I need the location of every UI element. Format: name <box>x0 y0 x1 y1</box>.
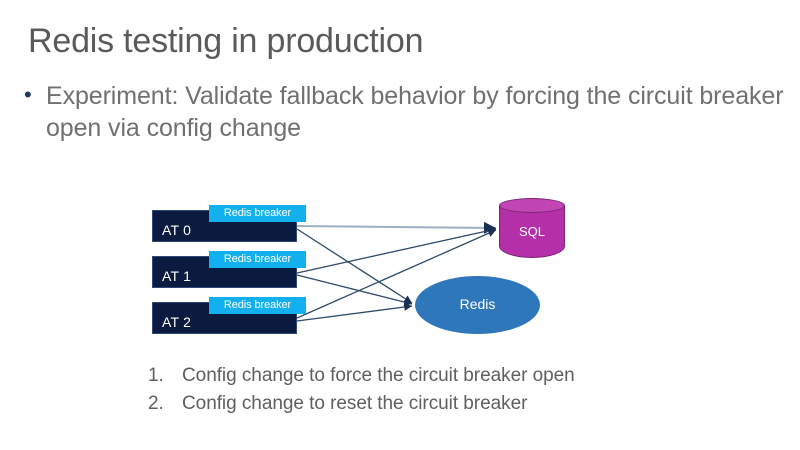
connector-at0-redis <box>296 228 413 304</box>
at-node-2[interactable]: AT 2 Redis breaker <box>152 297 306 334</box>
architecture-diagram: AT 0 Redis breaker AT 1 Redis breaker AT… <box>0 185 800 350</box>
list-item: 2. Config change to reset the circuit br… <box>148 390 748 418</box>
page-title: Redis testing in production <box>28 22 424 60</box>
at-node-0-breaker-chip: Redis breaker <box>209 205 306 222</box>
step-number: 2. <box>148 392 164 414</box>
at-node-1[interactable]: AT 1 Redis breaker <box>152 251 306 288</box>
list-item: 1. Config change to force the circuit br… <box>148 362 748 390</box>
at-node-0-label: AT 0 <box>162 222 192 238</box>
numbered-steps-list: 1. Config change to force the circuit br… <box>148 362 748 417</box>
connector-at0-sql <box>296 221 497 234</box>
at-node-0[interactable]: AT 0 Redis breaker <box>152 205 306 242</box>
sql-database-node[interactable]: SQL <box>499 198 565 258</box>
at-node-2-label: AT 2 <box>162 314 192 330</box>
redis-cache-node[interactable]: Redis <box>415 276 540 334</box>
bullet-marker-icon: • <box>24 82 32 107</box>
at-node-2-breaker-chip: Redis breaker <box>209 297 306 314</box>
bullet-list: • Experiment: Validate fallback behavior… <box>24 80 784 144</box>
connector-at2-redis <box>296 303 413 322</box>
sql-node-label: SQL <box>518 224 545 239</box>
connector-at1-sql <box>296 226 497 274</box>
connector-at1-redis <box>296 274 413 306</box>
connector-lines <box>296 221 497 322</box>
at-node-1-label: AT 1 <box>162 268 192 284</box>
cylinder-top-icon <box>499 198 565 213</box>
at-node-1-breaker-chip: Redis breaker <box>209 251 306 268</box>
step-number: 1. <box>148 365 164 386</box>
connector-at2-sql <box>296 229 497 319</box>
redis-node-label: Redis <box>459 296 496 312</box>
bullet-text: Experiment: Validate fallback behavior b… <box>46 82 784 142</box>
step-text: Config change to reset the circuit break… <box>182 392 528 414</box>
step-text: Config change to force the circuit break… <box>182 365 575 386</box>
